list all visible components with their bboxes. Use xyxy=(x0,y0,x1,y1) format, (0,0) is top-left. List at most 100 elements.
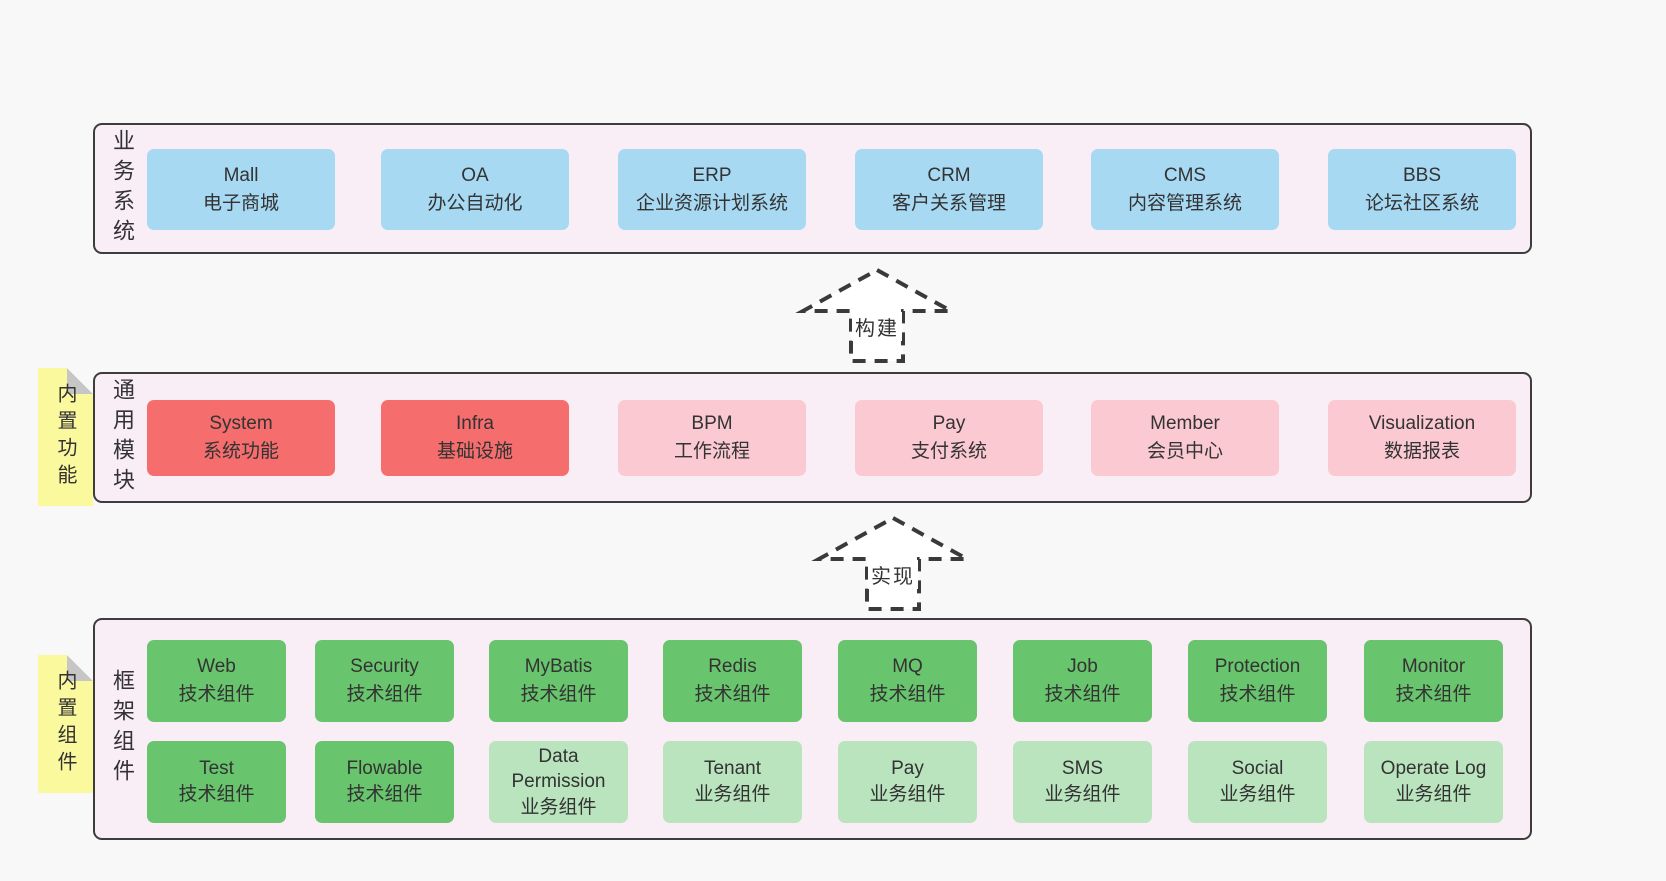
panel-label-business-systems: 业务系统 xyxy=(110,128,135,249)
box-subtitle: 业务组件 xyxy=(520,796,597,818)
box-bpm: BPM 工作流程 xyxy=(618,400,806,476)
box-title: Visualization xyxy=(1368,413,1476,435)
box-title: Pay xyxy=(891,758,924,780)
arrow-up-build: 构建 xyxy=(792,264,962,366)
box-monitor: Monitor 技术组件 xyxy=(1364,640,1503,722)
box-subtitle: 基础设施 xyxy=(436,441,513,462)
box-subtitle: 系统功能 xyxy=(202,441,279,462)
arrow-label-implement: 实现 xyxy=(868,560,918,589)
sticky-note-label: 内置组件 xyxy=(54,670,76,778)
box-mall: Mall 电子商城 xyxy=(147,149,335,230)
box-test: Test 技术组件 xyxy=(147,741,286,823)
box-system: System 系统功能 xyxy=(147,400,335,476)
box-title: Flowable xyxy=(346,758,423,780)
arrow-up-implement: 实现 xyxy=(808,512,978,614)
box-title: Redis xyxy=(708,656,757,678)
box-security: Security 技术组件 xyxy=(315,640,454,722)
box-subtitle: 会员中心 xyxy=(1146,441,1223,462)
box-oa: OA 办公自动化 xyxy=(381,149,569,230)
box-protection: Protection 技术组件 xyxy=(1188,640,1327,722)
box-title: SMS xyxy=(1061,758,1104,780)
box-title: MyBatis xyxy=(524,656,593,678)
box-title: Protection xyxy=(1214,656,1301,678)
box-subtitle: 内容管理系统 xyxy=(1127,192,1242,214)
box-web: Web 技术组件 xyxy=(147,640,286,722)
panel-label-framework-components: 框架组件 xyxy=(110,669,135,789)
box-title: Infra xyxy=(455,413,495,435)
box-title: Web xyxy=(197,656,236,678)
box-mq: MQ 技术组件 xyxy=(838,640,977,722)
box-subtitle: 业务组件 xyxy=(1395,784,1472,805)
box-subtitle: 技术组件 xyxy=(520,684,597,705)
box-subtitle: 客户关系管理 xyxy=(891,192,1006,214)
box-subtitle: 支付系统 xyxy=(910,441,987,462)
box-pay-system: Pay 支付系统 xyxy=(855,400,1043,476)
box-crm: CRM 客户关系管理 xyxy=(855,149,1043,230)
box-subtitle: 数据报表 xyxy=(1383,441,1460,462)
box-social: Social 业务组件 xyxy=(1188,741,1327,823)
sticky-note-built-in-features: 内置功能 xyxy=(38,368,93,506)
box-title: System xyxy=(209,413,273,435)
box-title: Monitor xyxy=(1401,656,1466,678)
box-erp: ERP 企业资源计划系统 xyxy=(618,149,806,230)
box-data-permission: Data Permission 业务组件 xyxy=(489,741,628,823)
box-title: OA xyxy=(461,164,489,186)
business-box-row: Mall 电子商城 OA 办公自动化 ERP 企业资源计划系统 CRM 客户关系… xyxy=(95,125,1530,252)
box-flowable: Flowable 技术组件 xyxy=(315,741,454,823)
box-subtitle: 技术组件 xyxy=(694,684,771,705)
box-subtitle: 工作流程 xyxy=(673,441,750,462)
box-subtitle: 业务组件 xyxy=(1044,784,1121,805)
box-subtitle: 技术组件 xyxy=(346,784,423,805)
box-title: CMS xyxy=(1163,164,1207,186)
box-sms: SMS 业务组件 xyxy=(1013,741,1152,823)
box-subtitle: 技术组件 xyxy=(1044,684,1121,705)
box-title: BBS xyxy=(1402,164,1442,186)
box-title: ERP xyxy=(692,164,732,186)
box-title: Mall xyxy=(223,164,259,186)
box-subtitle: 技术组件 xyxy=(869,684,946,705)
box-title: Test xyxy=(199,758,234,780)
box-job: Job 技术组件 xyxy=(1013,640,1152,722)
box-member: Member 会员中心 xyxy=(1091,400,1279,476)
box-pay-component: Pay 业务组件 xyxy=(838,741,977,823)
box-subtitle: 办公自动化 xyxy=(427,192,523,214)
panel-business-systems: 业务系统 Mall 电子商城 OA 办公自动化 ERP 企业资源计划系统 CRM… xyxy=(93,123,1532,254)
box-redis: Redis 技术组件 xyxy=(663,640,802,722)
box-title: Operate Log xyxy=(1380,758,1487,780)
box-tenant: Tenant 业务组件 xyxy=(663,741,802,823)
box-title: Social xyxy=(1231,758,1284,780)
box-subtitle: 业务组件 xyxy=(1219,784,1296,805)
common-box-row: System 系统功能 Infra 基础设施 BPM 工作流程 Pay 支付系统… xyxy=(95,374,1530,501)
box-subtitle: 业务组件 xyxy=(869,784,946,805)
arrow-label-build: 构建 xyxy=(852,312,902,341)
box-subtitle: 业务组件 xyxy=(694,784,771,805)
box-title: MQ xyxy=(892,656,923,678)
box-title: BPM xyxy=(691,413,733,435)
box-mybatis: MyBatis 技术组件 xyxy=(489,640,628,722)
box-operate-log: Operate Log 业务组件 xyxy=(1364,741,1503,823)
box-title: Member xyxy=(1150,413,1220,435)
panel-label-common-modules: 通用模块 xyxy=(110,377,135,498)
box-title: CRM xyxy=(927,164,971,186)
box-subtitle: 企业资源计划系统 xyxy=(635,192,788,214)
box-title: Job xyxy=(1067,656,1098,678)
box-bbs: BBS 论坛社区系统 xyxy=(1328,149,1516,230)
box-subtitle: 技术组件 xyxy=(1395,684,1472,705)
box-subtitle: 电子商城 xyxy=(202,192,279,214)
framework-box-row-2: Test 技术组件 Flowable 技术组件 Data Permission … xyxy=(95,620,1530,838)
box-title: Data Permission xyxy=(511,745,606,793)
box-title: Pay xyxy=(932,413,966,435)
box-title: Security xyxy=(350,656,419,678)
box-visualization: Visualization 数据报表 xyxy=(1328,400,1516,476)
box-title: Tenant xyxy=(703,758,762,780)
box-cms: CMS 内容管理系统 xyxy=(1091,149,1279,230)
box-subtitle: 论坛社区系统 xyxy=(1364,192,1479,214)
sticky-note-label: 内置功能 xyxy=(54,383,76,491)
sticky-note-built-in-components: 内置组件 xyxy=(38,655,93,793)
panel-common-modules: 通用模块 System 系统功能 Infra 基础设施 BPM 工作流程 Pay… xyxy=(93,372,1532,503)
box-subtitle: 技术组件 xyxy=(178,684,255,705)
box-subtitle: 技术组件 xyxy=(346,684,423,705)
box-subtitle: 技术组件 xyxy=(1219,684,1296,705)
box-subtitle: 技术组件 xyxy=(178,784,255,805)
